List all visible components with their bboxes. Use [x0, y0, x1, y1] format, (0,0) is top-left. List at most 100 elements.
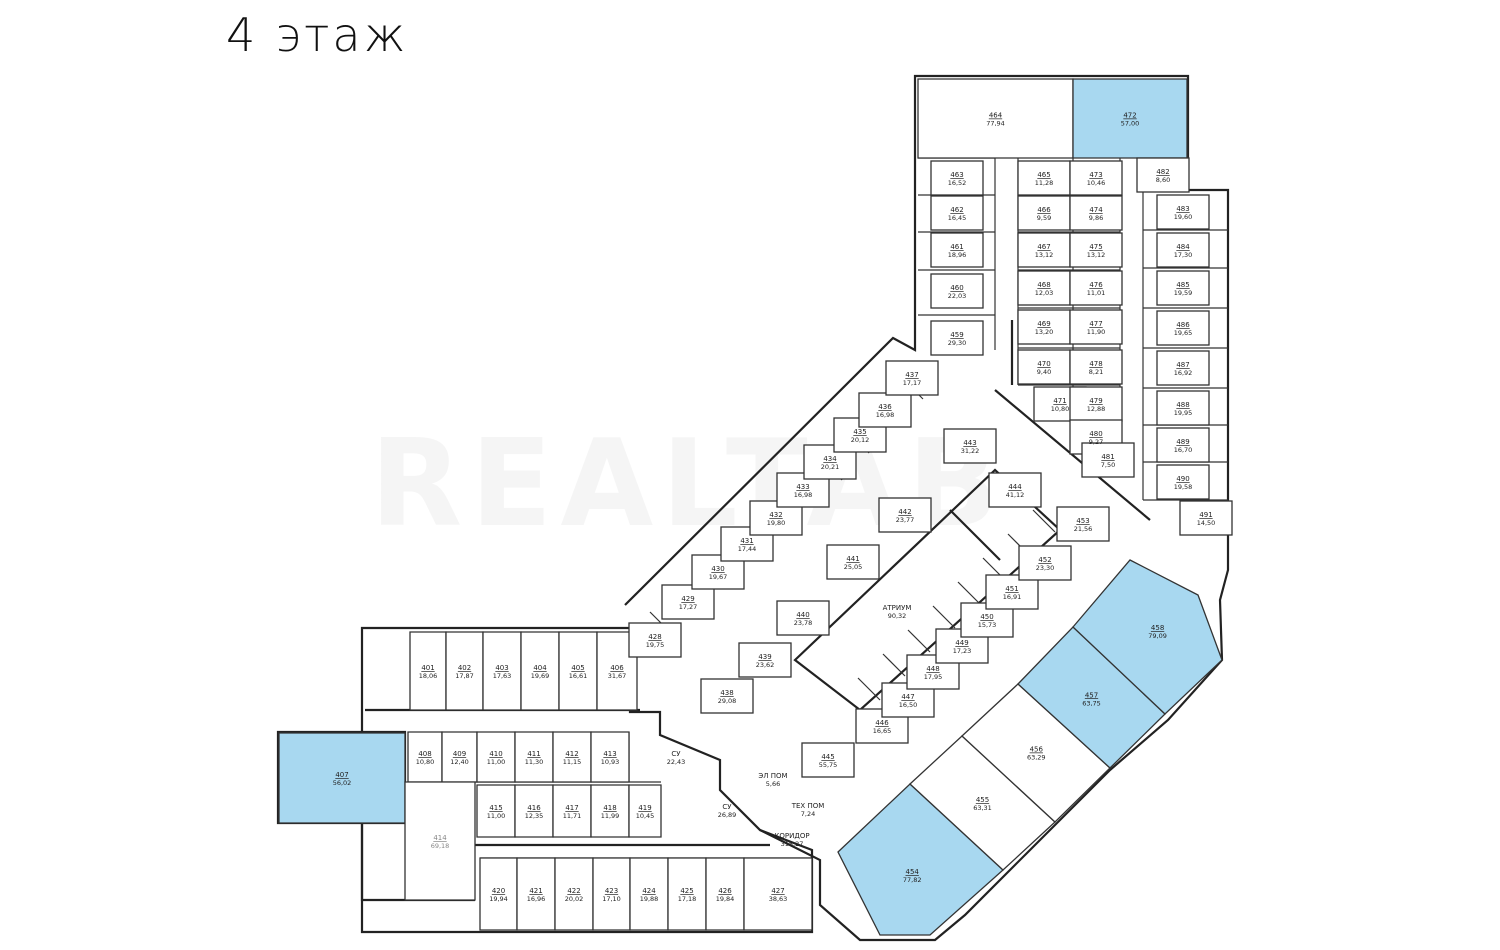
room-489[interactable]	[1156, 427, 1210, 463]
room-number: 415	[489, 804, 502, 812]
room-number: 425	[680, 887, 693, 895]
room-number: 481	[1101, 453, 1114, 461]
room-number: 484	[1176, 243, 1190, 251]
room-436[interactable]	[858, 392, 912, 428]
room-number: 416	[527, 804, 541, 812]
room-area: 20,02	[565, 895, 584, 903]
room-459[interactable]	[930, 320, 984, 356]
room-487[interactable]	[1156, 350, 1210, 386]
room-number: 441	[846, 555, 859, 563]
room-number: 456	[1030, 746, 1044, 754]
room-458[interactable]	[1072, 559, 1223, 715]
service-area: 26,89	[718, 811, 737, 819]
room-number: 480	[1089, 430, 1102, 438]
room-481[interactable]	[1081, 442, 1135, 478]
room-area: 17,44	[738, 545, 757, 553]
room-463[interactable]	[930, 160, 984, 196]
room-490[interactable]	[1156, 464, 1210, 500]
room-453[interactable]	[1056, 506, 1110, 542]
room-area: 79,09	[1148, 632, 1167, 640]
room-number: 468	[1037, 281, 1050, 289]
room-484[interactable]	[1156, 232, 1210, 268]
room-419[interactable]	[628, 784, 662, 838]
room-area: 31,22	[961, 447, 980, 455]
service-name: ТЕХ ПОМ	[791, 802, 825, 810]
room-area: 14,50	[1197, 519, 1216, 527]
room-area: 17,23	[953, 647, 972, 655]
room-number: 465	[1037, 171, 1050, 179]
room-442[interactable]	[878, 497, 932, 533]
room-area: 22,03	[948, 292, 967, 300]
room-468[interactable]	[1017, 270, 1071, 306]
room-486[interactable]	[1156, 310, 1210, 346]
room-area: 19,67	[709, 573, 728, 581]
room-area: 16,61	[569, 672, 588, 680]
room-462[interactable]	[930, 195, 984, 231]
room-area: 13,12	[1035, 251, 1054, 259]
room-429[interactable]	[661, 584, 715, 620]
room-440[interactable]	[776, 600, 830, 636]
room-488[interactable]	[1156, 390, 1210, 426]
room-number: 477	[1089, 320, 1102, 328]
room-number: 466	[1037, 206, 1051, 214]
room-482[interactable]	[1136, 157, 1190, 193]
room-445[interactable]	[801, 742, 855, 778]
room-area: 19,59	[1174, 289, 1193, 297]
service-name: АТРИУМ	[883, 604, 912, 612]
room-473[interactable]	[1069, 160, 1123, 196]
room-431[interactable]	[720, 526, 774, 562]
room-460[interactable]	[930, 273, 984, 309]
room-439[interactable]	[738, 642, 792, 678]
room-467[interactable]	[1017, 232, 1071, 268]
room-477[interactable]	[1069, 309, 1123, 345]
room-465[interactable]	[1017, 160, 1071, 196]
room-area: 11,15	[563, 758, 582, 766]
room-466[interactable]	[1017, 195, 1071, 231]
room-428[interactable]	[628, 622, 682, 658]
room-441[interactable]	[826, 544, 880, 580]
room-478[interactable]	[1069, 349, 1123, 385]
room-485[interactable]	[1156, 270, 1210, 306]
room-476[interactable]	[1069, 270, 1123, 306]
room-454[interactable]	[837, 783, 1004, 936]
room-491[interactable]	[1179, 500, 1233, 536]
room-area: 16,50	[899, 701, 918, 709]
room-area: 15,73	[978, 621, 997, 629]
room-number: 450	[980, 613, 993, 621]
room-number: 405	[571, 664, 584, 672]
room-475[interactable]	[1069, 232, 1123, 268]
room-413[interactable]	[590, 731, 630, 783]
room-number: 447	[901, 693, 914, 701]
room-area: 11,28	[1035, 179, 1054, 187]
room-438[interactable]	[700, 678, 754, 714]
room-433[interactable]	[776, 472, 830, 508]
room-414[interactable]	[404, 781, 476, 901]
room-451[interactable]	[985, 574, 1039, 610]
room-444[interactable]	[988, 472, 1042, 508]
room-number: 433	[796, 483, 809, 491]
room-452[interactable]	[1018, 545, 1072, 581]
room-474[interactable]	[1069, 195, 1123, 231]
room-area: 77,94	[986, 120, 1005, 128]
room-470[interactable]	[1017, 349, 1071, 385]
room-443[interactable]	[943, 428, 997, 464]
room-area: 17,30	[1174, 251, 1193, 259]
room-483[interactable]	[1156, 194, 1210, 230]
room-area: 23,78	[794, 619, 813, 627]
room-406[interactable]	[596, 631, 638, 711]
room-437[interactable]	[885, 360, 939, 396]
room-number: 446	[875, 719, 889, 727]
room-427[interactable]	[743, 857, 813, 931]
room-461[interactable]	[930, 232, 984, 268]
